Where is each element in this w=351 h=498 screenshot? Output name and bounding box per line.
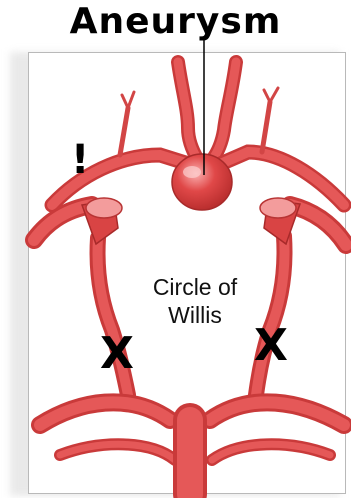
exclamation-marker: ! — [71, 138, 89, 182]
x-marker-right: X — [254, 322, 288, 370]
x-marker-left: X — [100, 330, 134, 378]
diagram-title: Aneurysm — [0, 2, 351, 42]
right-carotid-stump — [260, 198, 300, 244]
posterior-arteries — [40, 402, 344, 494]
left-carotid-stump — [82, 198, 122, 244]
circle-of-willis-label-line1: Circle of — [120, 274, 270, 301]
circle-of-willis-label-line2: Willis — [120, 302, 270, 329]
anterior-cerebral-arteries — [178, 62, 236, 160]
aneurysm-bulb — [172, 154, 232, 210]
